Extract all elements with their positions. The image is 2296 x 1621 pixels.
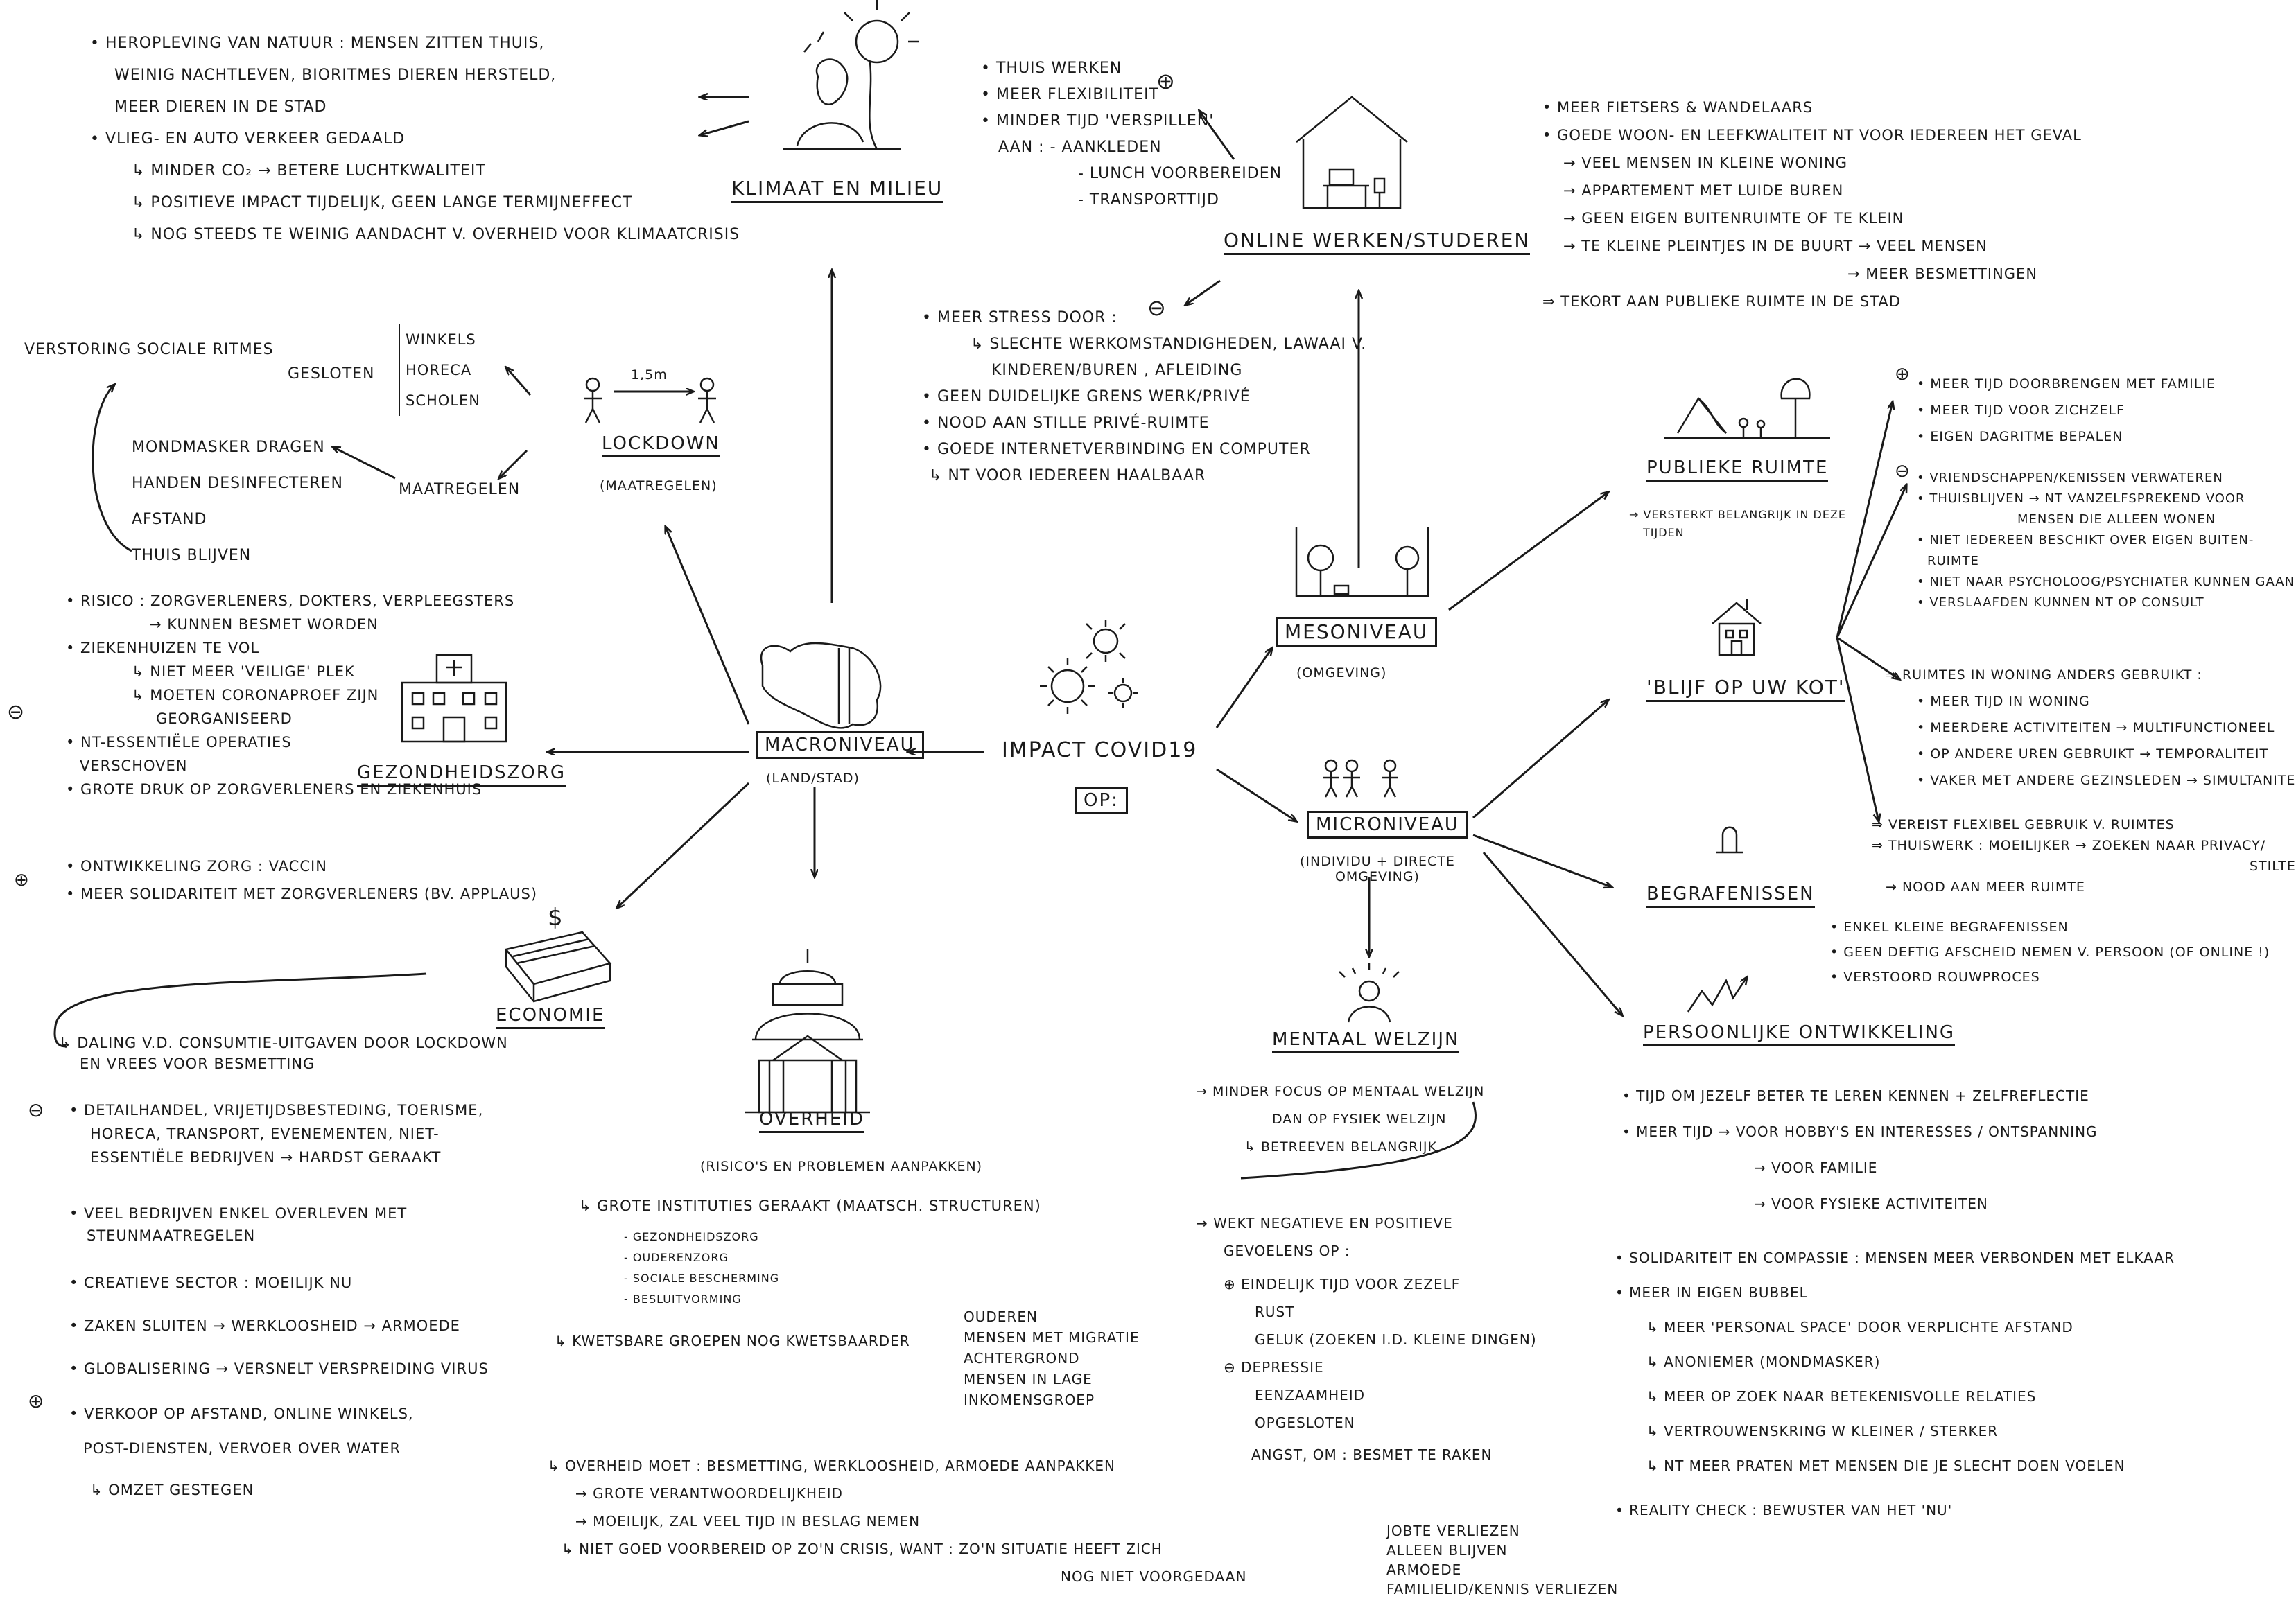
blijf-positives-list: • MEER TIJD DOORBRENGEN MET FAMILIE • ME… xyxy=(1917,376,2216,444)
connector-micro-begrafenissen xyxy=(1472,834,1612,887)
overheid-moet-list: ↳ OVERHEID MOET : BESMETTING, WERKLOOSHE… xyxy=(548,1457,1247,1585)
online-negatives-list: • MEER STRESS DOOR : ↳ SLECHTE WERKOMSTA… xyxy=(922,309,1367,484)
klimaat-list: • HEROPLEVING VAN NATUUR : MENSEN ZITTEN… xyxy=(90,35,740,243)
macroniveau-subtitle: (LAND/STAD) xyxy=(766,771,860,786)
connector-macro-lockdown xyxy=(666,527,750,725)
mentaal-list-a: → MINDER FOCUS OP MENTAAL WELZIJN DAN OP… xyxy=(1196,1084,1485,1155)
gesloten-label: GESLOTEN xyxy=(288,365,375,383)
gezondheid-plus-icon: ⊕ xyxy=(14,870,31,891)
overheid-title: OVERHEID xyxy=(759,1109,864,1133)
connector-center-micro xyxy=(1216,768,1296,821)
blijf-title: 'BLIJF OP UW KOT' xyxy=(1646,676,1845,702)
maatregelen-label: MAATREGELEN xyxy=(399,481,521,498)
persoonlijk-list-b: • SOLIDARITEIT EN COMPASSIE : MENSEN MEE… xyxy=(1615,1250,2175,1518)
overheid-kwetsbaar: ↳ KWETSBARE GROEPEN NOG KWETSBAARDER xyxy=(555,1333,910,1349)
house-icon xyxy=(1712,599,1762,656)
economie-list-e: • VERKOOP OP AFSTAND, ONLINE WINKELS, PO… xyxy=(69,1405,414,1498)
government-building-icon xyxy=(745,949,870,1114)
economie-list-a: ↳ DALING V.D. CONSUMTIE-UITGAVEN DOOR LO… xyxy=(59,1035,508,1072)
lockdown-title: LOCKDOWN xyxy=(602,433,720,457)
maatregelen-list: MONDMASKER DRAGEN HANDEN DESINFECTEREN A… xyxy=(132,439,343,564)
connector-center-meso xyxy=(1215,648,1272,728)
persoonlijk-list-a: • TIJD OM JEZELF BETER TE LEREN KENNEN +… xyxy=(1622,1087,2098,1212)
online-minus-icon: ⊖ xyxy=(1147,295,1167,321)
connector-micro-persoonlijk xyxy=(1482,852,1622,1015)
online-plus-icon: ⊕ xyxy=(1156,68,1176,94)
kwetsbare-groepen-list: OUDEREN MENSEN MET MIGRATIE ACHTERGROND … xyxy=(964,1308,1140,1408)
belgium-map-icon xyxy=(760,642,882,729)
blijf-plus-icon: ⊕ xyxy=(1895,364,1911,385)
home-office-icon xyxy=(1296,96,1408,209)
economie-title: ECONOMIE xyxy=(496,1005,605,1029)
macroniveau-title: MACRONIVEAU xyxy=(756,731,924,759)
climate-sketch-icon xyxy=(783,0,919,150)
grave-icon xyxy=(1716,826,1743,854)
begrafenissen-list: • ENKEL KLEINE BEGRAFENISSEN • GEEN DEFT… xyxy=(1830,920,2270,985)
svg-text:$: $ xyxy=(548,904,563,931)
mesoniveau-subtitle: (OMGEVING) xyxy=(1296,665,1387,681)
gezondheid-minus-icon: ⊖ xyxy=(7,700,26,724)
mentaal-title: MENTAAL WELZIJN xyxy=(1272,1029,1460,1053)
central-title: IMPACT COVID19 xyxy=(1002,738,1198,762)
distance-label: 1,5m xyxy=(631,367,668,383)
mesoniveau-title: MESONIVEAU xyxy=(1276,617,1438,647)
closed-list: WINKELS HORECA SCHOLEN xyxy=(399,324,480,416)
thuiswerk-list: ⇒ VEREIST FLEXIBEL GEBRUIK V. RUIMTES ⇒ … xyxy=(1872,817,2296,895)
economie-minus-icon: ⊖ xyxy=(28,1098,46,1121)
online-title: ONLINE WERKEN/STUDEREN xyxy=(1224,229,1531,255)
lockdown-subtitle: (MAATREGELEN) xyxy=(600,478,718,493)
economie-list-d: • CREATIEVE SECTOR : MOEILIJK NU • ZAKEN… xyxy=(69,1274,489,1377)
money-stack-icon: $ xyxy=(504,904,612,1003)
verstoring-label: VERSTORING SOCIALE RITMES xyxy=(24,341,274,358)
gezondheid-list: • RISICO : ZORGVERLENERS, DOKTERS, VERPL… xyxy=(66,593,515,798)
blijf-minus-icon: ⊖ xyxy=(1895,461,1911,482)
microniveau-subtitle: (INDIVIDU + DIRECTE OMGEVING) xyxy=(1300,854,1455,884)
overheid-institutes: ↳ GROTE INSTITUTIES GERAAKT (MAATSCH. ST… xyxy=(579,1198,1041,1214)
hospital-icon xyxy=(401,654,507,743)
publiek-title: PUBLIEKE RUIMTE xyxy=(1646,457,1829,482)
ruimtes-list: ⇒ RUIMTES IN WONING ANDERS GEBRUIKT : • … xyxy=(1886,667,2296,788)
connector-macro-economie xyxy=(617,782,750,908)
mentaal-list-b: → WEKT NEGATIEVE EN POSITIEVE GEVOELENS … xyxy=(1196,1215,1537,1463)
connector-meso-publiek xyxy=(1448,492,1608,611)
overheid-institutes-list: - GEZONDHEIDSZORG - OUDERENZORG - SOCIAL… xyxy=(624,1230,780,1306)
street-scene-icon xyxy=(1295,527,1429,597)
connector-micro-blijf xyxy=(1472,700,1608,819)
central-op-label: OP: xyxy=(1075,787,1128,814)
economie-list-b: • DETAILHANDEL, VRIJETIJDSBESTEDING, TOE… xyxy=(69,1102,484,1166)
stressed-person-icon xyxy=(1339,963,1400,1023)
people-figures-icon xyxy=(1323,759,1398,798)
economie-plus-icon: ⊕ xyxy=(28,1390,46,1412)
blijf-negatives-list: • VRIENDSCHAPPEN/KENISSEN VERWATEREN • T… xyxy=(1917,471,2295,610)
virus-icon xyxy=(1040,620,1138,714)
gezondheid-title: GEZONDHEIDSZORG xyxy=(357,762,566,787)
begrafenissen-title: BEGRAFENISSEN xyxy=(1646,884,1815,908)
persoonlijk-title: PERSOONLIJKE ONTWIKKELING xyxy=(1643,1022,1956,1046)
angst-list: JOBTE VERLIEZEN ALLEEN BLIJVEN ARMOEDE F… xyxy=(1386,1523,1619,1597)
overheid-subtitle: (RISICO'S EN PROBLEMEN AANPAKKEN) xyxy=(700,1159,983,1174)
playground-icon xyxy=(1664,378,1830,439)
economie-list-c: • VEEL BEDRIJVEN ENKEL OVERLEVEN MET STE… xyxy=(69,1205,408,1244)
publiek-subtitle: → VERSTERKT BELANGRIJK IN DEZE TIJDEN xyxy=(1629,508,1847,539)
klimaat-title: KLIMAAT EN MILIEU xyxy=(731,177,943,203)
social-distance-figures-icon xyxy=(584,377,716,423)
gezondheid-positives-list: • ONTWIKKELING ZORG : VACCIN • MEER SOLI… xyxy=(66,858,538,902)
growth-zigzag-icon xyxy=(1687,977,1747,1013)
microniveau-title: MICRONIVEAU xyxy=(1307,811,1468,839)
stad-list: • MEER FIETSERS & WANDELAARS • GOEDE WOO… xyxy=(1542,99,2082,310)
online-positives-list: • THUIS WERKEN • MEER FLEXIBILITEIT • MI… xyxy=(981,60,1282,209)
